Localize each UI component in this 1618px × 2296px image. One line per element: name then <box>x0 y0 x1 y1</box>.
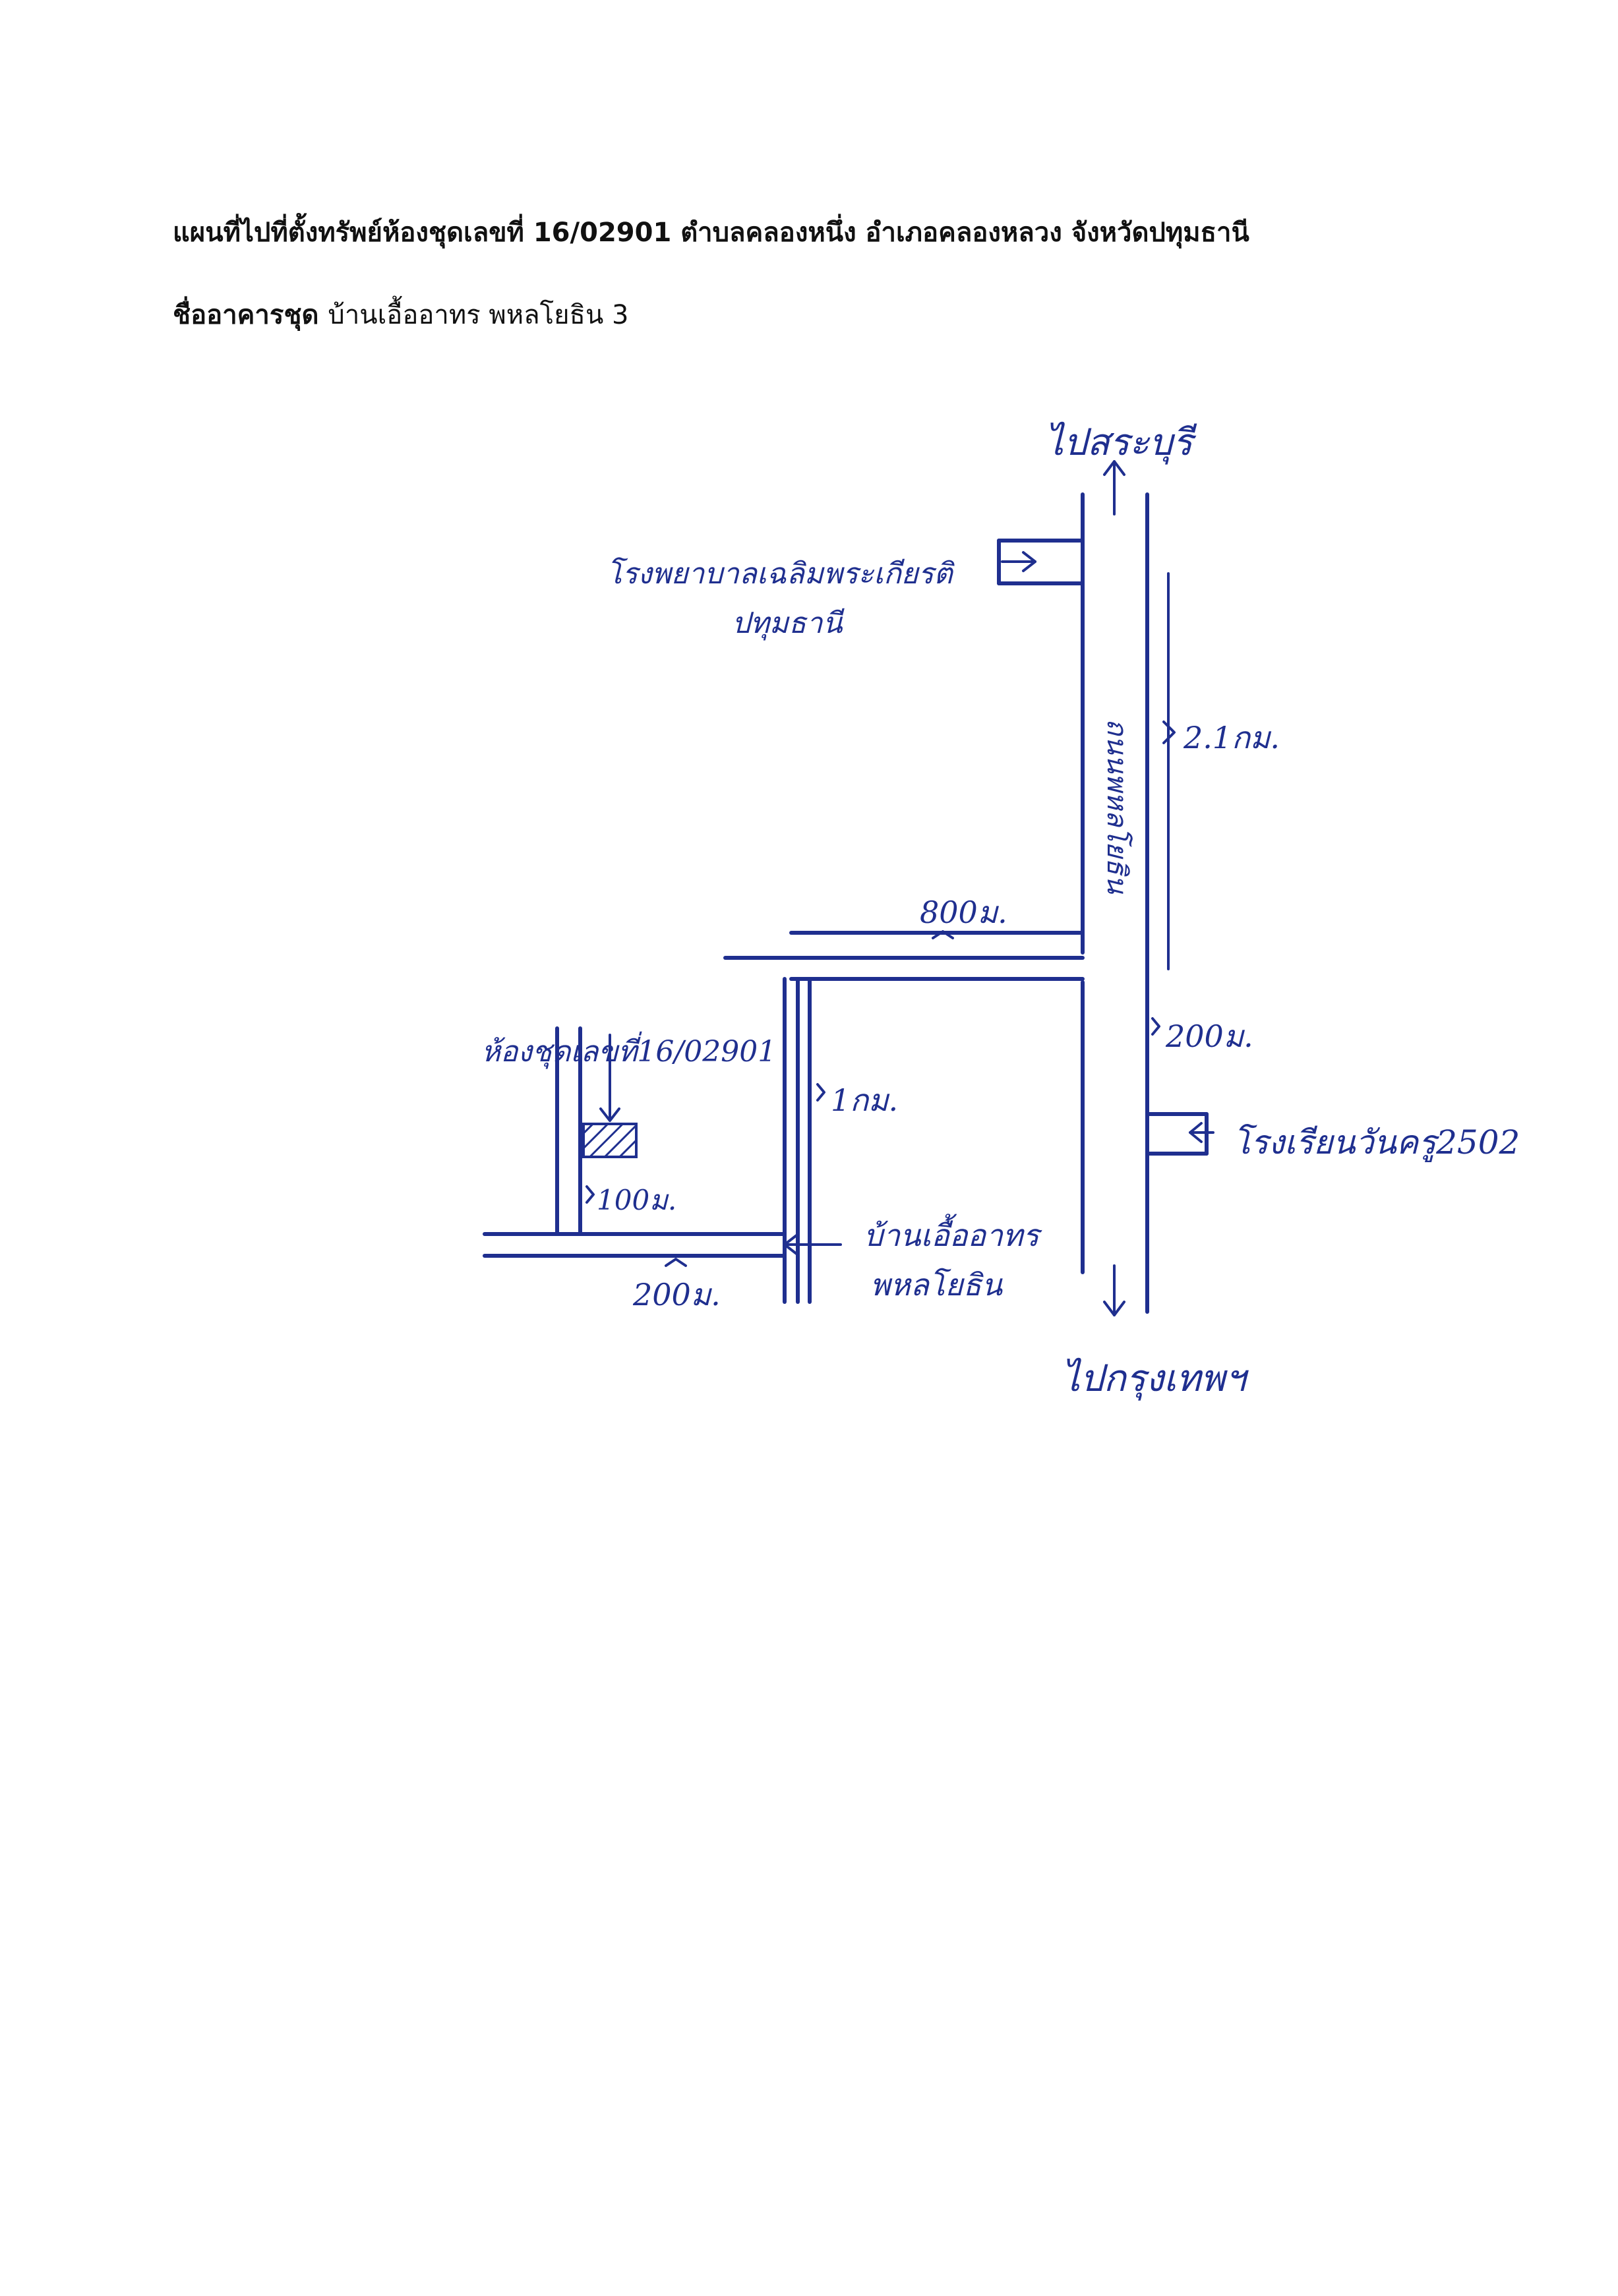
distance-branch-label: 800ม. <box>920 895 1007 930</box>
to-south-label: ไปกรุงเทพฯ <box>1062 1357 1249 1401</box>
brace-unit-distance-icon <box>585 1185 595 1204</box>
building-name-line: ชื่ออาคารชุด บ้านเอื้ออาทร พหลโยธิน 3 <box>173 293 628 336</box>
hospital-label-line2: ปทุมธานี <box>732 606 845 641</box>
brace-branch-distance-icon <box>932 930 954 939</box>
distance-bottom-label: 200ม. <box>632 1277 721 1312</box>
brace-main-distance-icon <box>1162 721 1176 744</box>
unit-arrow-icon <box>599 1034 620 1122</box>
hospital-arrow-icon <box>1001 551 1036 572</box>
building-name-value: บ้านเอื้ออาทร พหลโยธิน 3 <box>328 300 629 330</box>
condo-unit-label: ห้องชุดเลขที่16/02901 <box>481 1031 776 1069</box>
brace-inner-distance-icon <box>816 1083 825 1102</box>
north-arrow-icon <box>1103 460 1125 515</box>
building-name-label: ชื่ออาคารชุด <box>173 300 319 330</box>
south-arrow-icon <box>1103 1264 1125 1316</box>
hospital-label: โรงพยาบาลเฉลิมพระเกียรติ <box>607 557 955 591</box>
condo-unit-marker <box>582 1123 638 1158</box>
project-label: บ้านเอื้ออาทร <box>864 1214 1042 1253</box>
page-title: แผนที่ไปที่ตั้งทรัพย์ห้องชุดเลขที่ 16/02… <box>173 218 1249 248</box>
distance-main-label: 2.1กม. <box>1183 720 1280 755</box>
brace-bottom-distance-icon <box>665 1258 687 1267</box>
project-label-line2: พหลโยธิน <box>870 1267 1004 1303</box>
to-north-label: ไปสระบุรี <box>1045 421 1197 465</box>
hospital-access-road <box>997 539 1085 585</box>
brace-school-distance-icon <box>1151 1017 1160 1036</box>
school-arrow-icon <box>1189 1122 1214 1143</box>
distance-unit-label: 100ม. <box>597 1184 676 1216</box>
distance-school-label: 200ม. <box>1165 1018 1253 1054</box>
project-arrow-icon <box>783 1234 842 1255</box>
main-road-label: ถนนพหลโยธิน <box>1101 719 1133 895</box>
school-label: โรงเรียนวันครู2502 <box>1233 1123 1520 1163</box>
distance-inner-label: 1กม. <box>831 1082 898 1118</box>
